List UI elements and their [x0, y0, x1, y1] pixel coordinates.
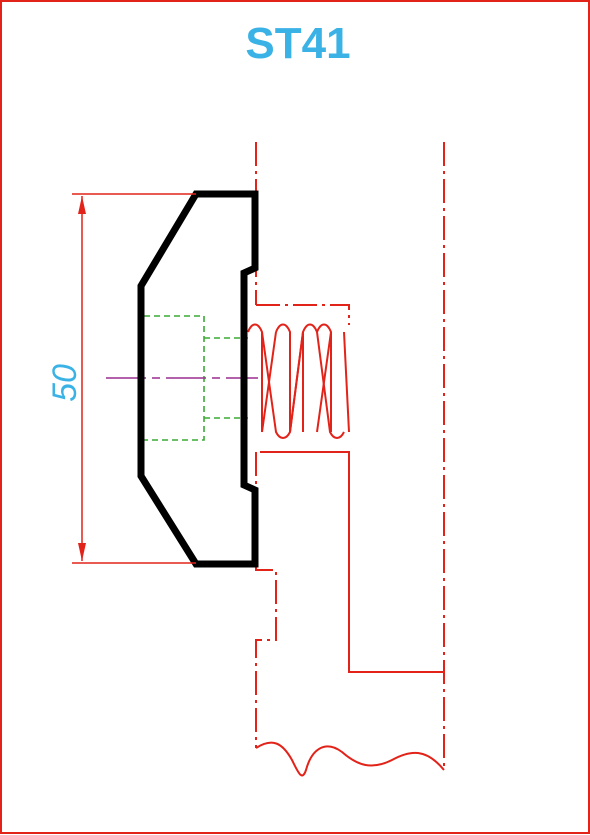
knob-outline — [137, 190, 259, 568]
drawing-title: ST41 — [245, 19, 350, 68]
housing-step — [260, 451, 444, 673]
arrow-top — [78, 196, 86, 214]
arrow-bottom — [78, 543, 86, 561]
dimension-value: 50 — [46, 364, 84, 402]
dimension-height — [72, 193, 196, 564]
compression-spring — [247, 323, 350, 439]
break-line — [255, 741, 445, 777]
